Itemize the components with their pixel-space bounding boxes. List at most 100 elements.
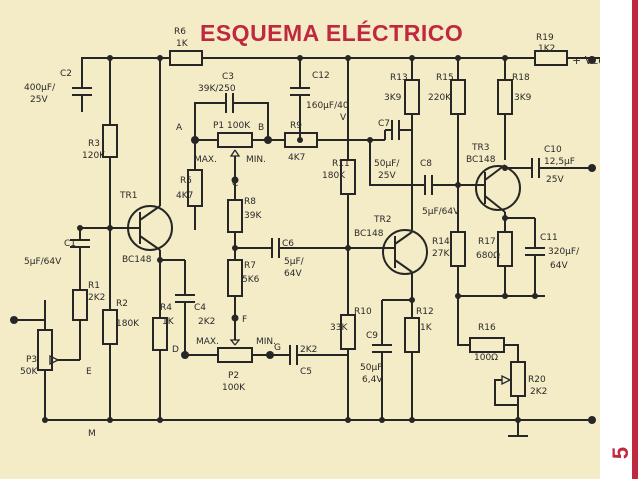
capacitor-c5 — [270, 345, 348, 365]
label-r6-value: 1K — [176, 39, 189, 49]
capacitor-c6 — [235, 238, 390, 258]
label-c3: C3 — [222, 72, 234, 82]
potentiometer-p1 — [195, 132, 268, 180]
label-c11: C11 — [540, 233, 558, 243]
label-r1-value: 2K2 — [88, 293, 105, 303]
slide-number: 5 — [608, 446, 633, 460]
transistor-tr1 — [110, 58, 173, 320]
label-c3-value: 39K/250 — [198, 84, 236, 94]
label-r20: R20 — [528, 375, 546, 385]
label-r8: R8 — [244, 197, 256, 207]
capacitor-c9 — [372, 299, 412, 420]
label-r12: R12 — [416, 307, 434, 317]
label-tr3: TR3 — [471, 143, 489, 153]
label-c4: C4 — [194, 303, 206, 313]
transistor-tr3 — [475, 164, 521, 232]
resistor-r17 — [497, 231, 513, 267]
label-c2: C2 — [60, 69, 72, 79]
label-c2-value: 400µF/ — [24, 83, 56, 93]
label-c8-value: 5µF/64V — [422, 207, 460, 217]
label-r5: R5 — [180, 176, 192, 186]
resistor-r14 — [450, 231, 466, 267]
label-r18: R18 — [512, 73, 530, 83]
label-c10-voltage: 25V — [546, 175, 564, 185]
resistor-r12 — [404, 317, 420, 353]
label-c6-voltage: 64V — [284, 269, 302, 279]
label-min-p2: MIN. — [256, 337, 276, 347]
potentiometer-r20 — [494, 361, 526, 420]
resistor-r13 — [404, 79, 420, 115]
label-r10: R10 — [354, 307, 372, 317]
label-r5-value: 4K7 — [176, 191, 193, 201]
capacitor-c12 — [290, 58, 310, 140]
label-c11-value: 320µF/ — [548, 247, 580, 257]
label-min-p1: MIN. — [246, 155, 266, 165]
label-c9-value: 50µF — [360, 363, 382, 373]
label-r14-value: 27K — [432, 249, 450, 259]
label-r15-value: 220K — [428, 93, 452, 103]
label-r6: R6 — [174, 27, 186, 37]
label-p3: P3 — [26, 355, 37, 365]
label-r14: R14 — [432, 237, 450, 247]
label-c9-voltage: 6,4V — [362, 375, 383, 385]
potentiometer-p3 — [37, 310, 59, 420]
resistor-r2 — [102, 309, 118, 345]
label-tr1: TR1 — [119, 191, 137, 201]
label-r1: R1 — [88, 281, 100, 291]
label-r4-value: 1K — [162, 317, 175, 327]
label-c5-value: 2K2 — [300, 345, 317, 355]
resistor-r15 — [450, 79, 466, 115]
label-node-d: D — [172, 345, 179, 355]
label-r3: R3 — [88, 139, 100, 149]
label-r7: R7 — [244, 261, 256, 271]
label-r9: R9 — [290, 121, 302, 131]
ground-rail — [44, 300, 590, 421]
label-r16-value: 100Ω — [474, 353, 498, 363]
label-r15: R15 — [436, 73, 454, 83]
capacitor-c3 — [194, 93, 269, 140]
label-node-a: A — [176, 123, 183, 133]
label-p1: P1 100K — [213, 121, 251, 131]
capacitor-c11 — [505, 217, 545, 296]
label-p2: P2 — [228, 371, 239, 381]
label-c10-value: 12,5µF — [544, 157, 575, 167]
resistor-r7 — [227, 259, 243, 297]
label-c12: C12 — [312, 71, 330, 81]
label-node-c: C — [232, 179, 238, 189]
label-r7-value: 5K6 — [242, 275, 260, 285]
label-r13: R13 — [390, 73, 408, 83]
transistor-tr2 — [382, 229, 428, 318]
label-r19-value: 1K2 — [538, 44, 555, 54]
schematic-board: R6 1K R19 1K2 + Vcc C2 400µF/ 25V C3 39K… — [0, 0, 613, 479]
label-c1: C1 — [64, 239, 76, 249]
label-r2-value: 180K — [116, 319, 140, 329]
label-tr1-type: BC148 — [122, 255, 152, 265]
label-max-p1: MAX. — [194, 155, 217, 165]
label-r13-value: 3K9 — [384, 93, 402, 103]
resistor-r3 — [102, 124, 118, 158]
label-c9: C9 — [366, 331, 378, 341]
resistor-r18 — [497, 79, 513, 115]
label-r11: R11 — [332, 159, 350, 169]
label-node-g: G — [274, 343, 281, 353]
label-r9-value: 4K7 — [288, 153, 305, 163]
capacitor-c4 — [175, 294, 195, 355]
label-node-f: F — [242, 315, 247, 325]
label-c4-value: 2K2 — [198, 317, 215, 327]
component-labels: R6 1K R19 1K2 + Vcc C2 400µF/ 25V C3 39K… — [20, 27, 613, 439]
potentiometer-p2 — [185, 339, 270, 363]
output-terminal — [588, 164, 596, 172]
label-node-b: B — [258, 123, 264, 133]
capacitor-c2 — [72, 58, 92, 112]
label-c2-voltage: 25V — [30, 95, 48, 105]
capacitor-c1 — [70, 227, 110, 290]
label-r18-value: 3K9 — [514, 93, 532, 103]
accent-bar — [632, 0, 638, 479]
label-c6: C6 — [282, 239, 294, 249]
label-r11-value: 180K — [322, 171, 346, 181]
label-node-e: E — [86, 367, 92, 377]
capacitor-c10 — [505, 158, 590, 178]
label-c7-value: 50µF/ — [374, 159, 400, 169]
label-c5: C5 — [300, 367, 312, 377]
